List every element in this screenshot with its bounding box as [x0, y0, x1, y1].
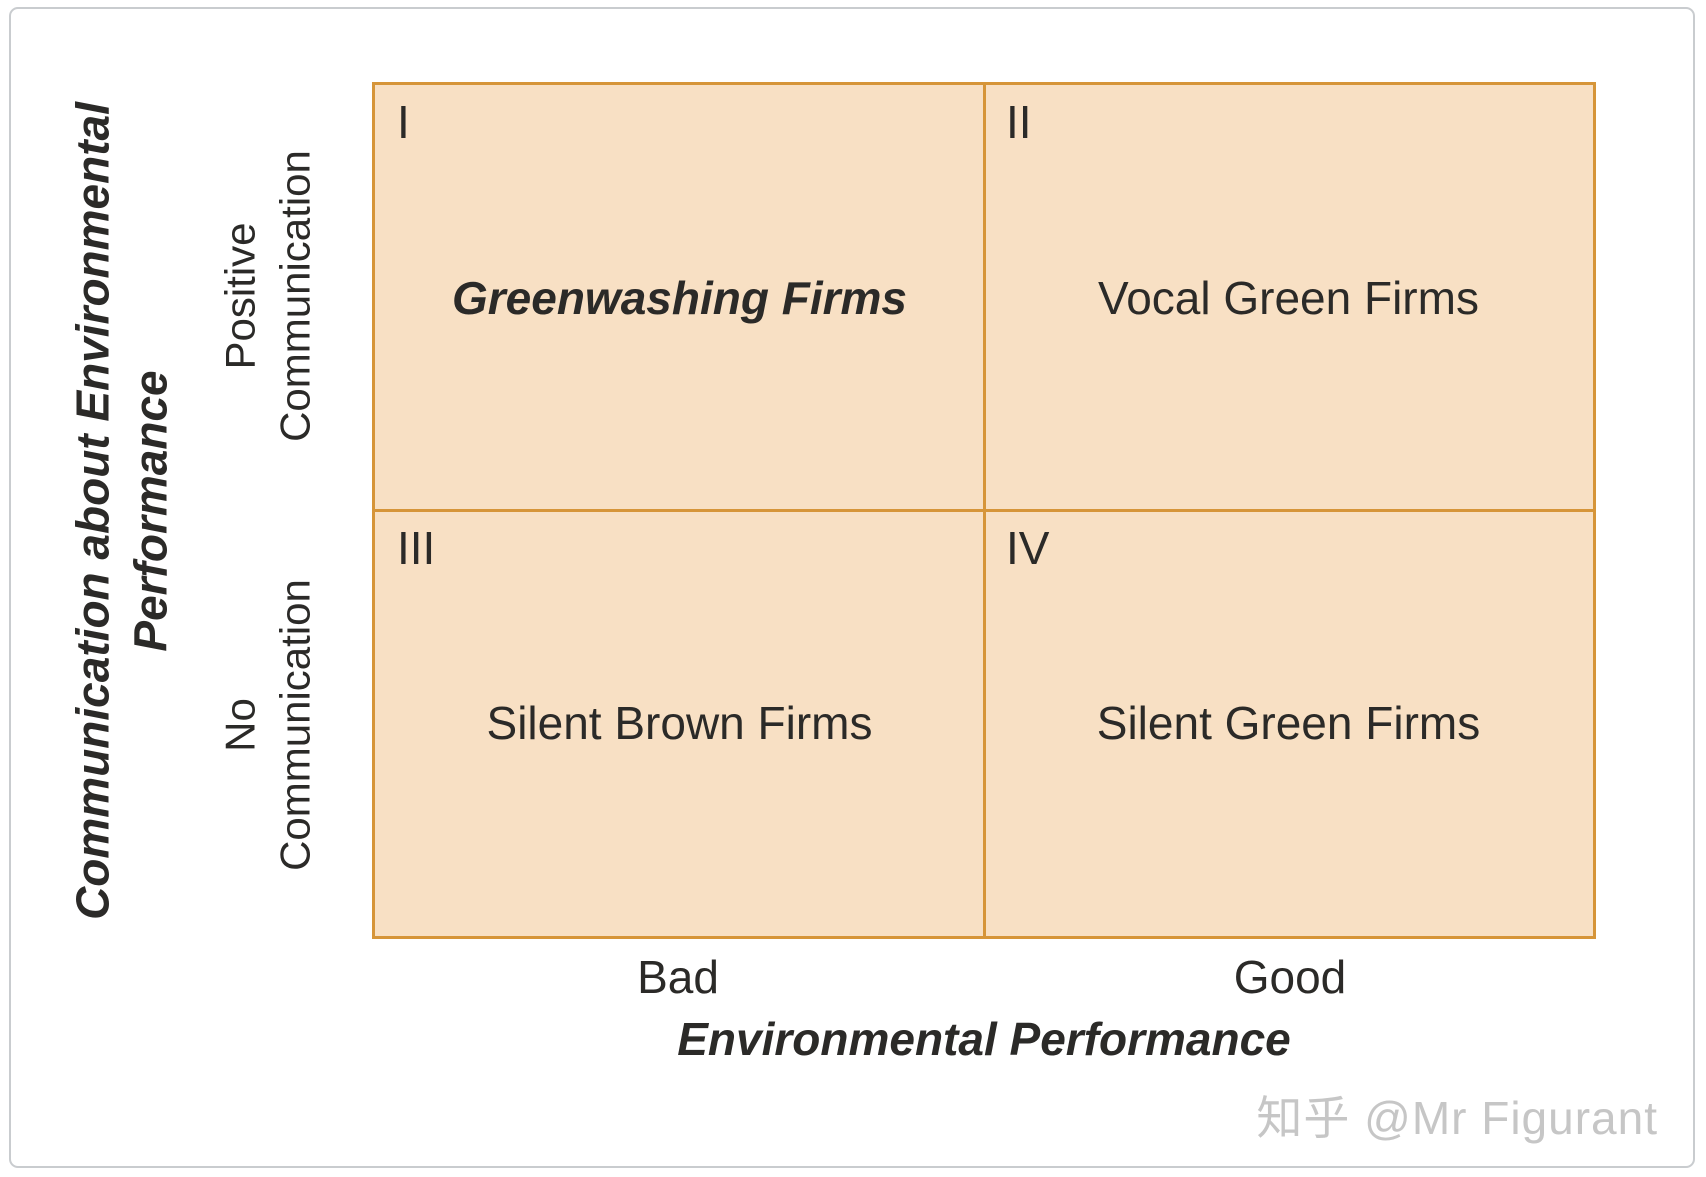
quadrant-1-numeral: I — [397, 96, 410, 148]
y-axis-label-positive-communication: Positive Communication — [213, 150, 322, 442]
quadrant-3-label: Silent Brown Firms — [486, 697, 873, 750]
y-axis-label-positive-line2: Communication — [271, 150, 318, 442]
quadrant-1-label: Greenwashing Firms — [451, 271, 907, 324]
quadrant-4-numeral: IV — [1006, 521, 1050, 574]
quadrant-2-vocal-green-firms: II Vocal Green Firms — [984, 85, 1593, 511]
x-axis-label-good: Good — [1233, 951, 1347, 1003]
x-axis-label-bad: Bad — [637, 951, 719, 1003]
y-axis-title-line1: Communication about Environmental — [66, 102, 119, 920]
quadrant-4-label: Silent Green Firms — [1096, 697, 1481, 750]
y-axis-label-no-line1: No — [216, 698, 264, 752]
quadrant-3-numeral: III — [397, 521, 436, 574]
y-axis-title-line2: Performance — [124, 370, 176, 652]
quadrant-2-numeral: II — [1006, 96, 1032, 148]
zhihu-watermark: 知乎 @Mr Figurant — [1256, 1092, 1658, 1144]
y-axis-label-no-communication: No Communication — [213, 579, 322, 871]
quadrant-3-silent-brown-firms: III Silent Brown Firms — [375, 511, 984, 937]
x-axis-title: Environmental Performance — [677, 1013, 1291, 1065]
quadrant-1-greenwashing-firms: I Greenwashing Firms — [375, 85, 984, 511]
y-axis-label-positive-line1: Positive — [216, 222, 264, 370]
quadrant-grid: I Greenwashing Firms II Vocal Green Firm… — [372, 82, 1596, 939]
horizontal-divider-line — [375, 509, 1593, 512]
y-axis-title: Communication about Environmental Perfor… — [65, 102, 180, 920]
y-axis-label-no-line2: Communication — [271, 579, 318, 871]
quadrant-2-label: Vocal Green Firms — [1098, 271, 1479, 324]
quadrant-4-silent-green-firms: IV Silent Green Firms — [984, 511, 1593, 937]
